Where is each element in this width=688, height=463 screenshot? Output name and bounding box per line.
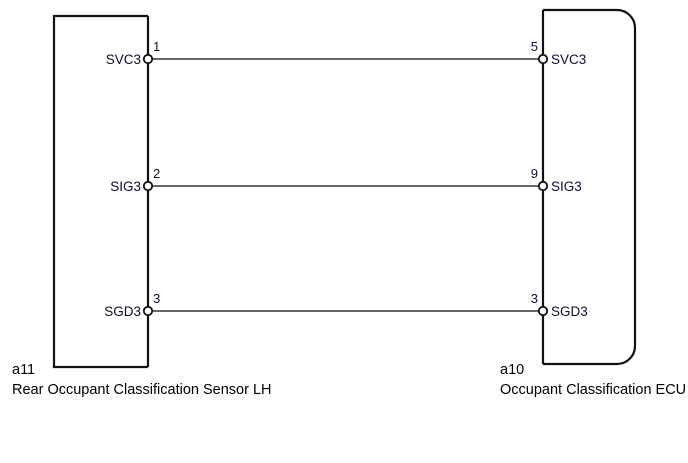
connector-a10-outline — [543, 8, 637, 366]
pin-a10-9-label: SIG3 — [551, 179, 582, 194]
pin-a11-1-dot — [142, 53, 154, 65]
pin-a10-5: SVC3 5 — [531, 39, 587, 67]
pin-a11-3: SGD3 3 — [104, 291, 160, 319]
pin-a11-3-dot — [142, 305, 154, 317]
pin-a11-1: SVC3 1 — [106, 39, 161, 67]
connector-a11: SVC3 1 SIG3 2 SGD3 3 a11 Rear Occupant C… — [12, 14, 272, 398]
pin-a11-2: SIG3 2 — [110, 166, 160, 194]
pin-a10-5-label: SVC3 — [551, 52, 586, 67]
pin-a10-3-dot — [537, 305, 549, 317]
connector-a11-code: a11 — [12, 362, 35, 378]
pin-a10-5-dot — [537, 53, 549, 65]
pin-a10-9-number: 9 — [531, 166, 538, 181]
pin-a11-2-label: SIG3 — [110, 179, 141, 194]
pin-a11-3-label: SGD3 — [104, 304, 141, 319]
connector-a10: SVC3 5 SIG3 9 SGD3 3 a10 Occupant Classi… — [500, 8, 686, 398]
pin-a11-2-dot — [142, 180, 154, 192]
pin-a10-9: SIG3 9 — [531, 166, 582, 194]
connector-a10-code: a10 — [500, 362, 524, 378]
pin-a10-3-label: SGD3 — [551, 304, 588, 319]
pin-a11-2-number: 2 — [153, 166, 160, 181]
pin-a10-9-dot — [537, 180, 549, 192]
pin-a11-3-number: 3 — [153, 291, 160, 306]
connector-a10-name: Occupant Classification ECU — [500, 382, 686, 398]
pin-a11-1-label: SVC3 — [106, 52, 141, 67]
wire-group — [148, 58, 543, 312]
pin-a10-3-number: 3 — [531, 291, 538, 306]
pin-a10-5-number: 5 — [531, 39, 538, 54]
connector-a11-outline — [52, 14, 148, 369]
connector-a11-name: Rear Occupant Classification Sensor LH — [12, 382, 272, 398]
pin-a11-1-number: 1 — [153, 39, 160, 54]
pin-a10-3: SGD3 3 — [531, 291, 588, 319]
